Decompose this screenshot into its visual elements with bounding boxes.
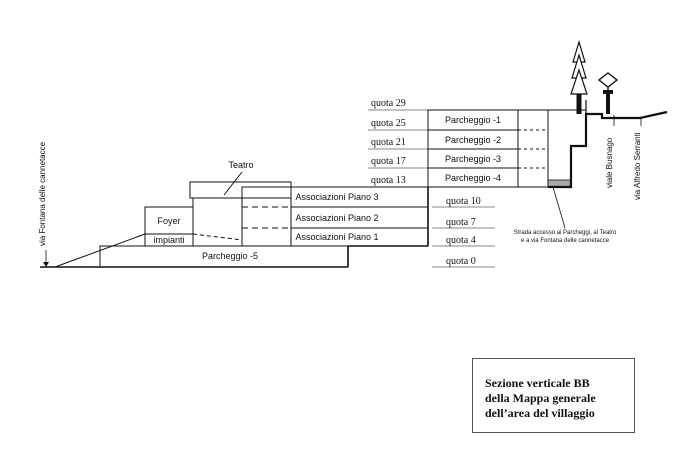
foyer-label: Foyer xyxy=(157,216,180,226)
teatro-block xyxy=(189,171,292,247)
legend-line-2: della Mappa generale xyxy=(485,391,596,405)
quota-7: quota 7 xyxy=(446,217,476,228)
legend-box: Sezione verticale BB della Mappa general… xyxy=(472,358,635,433)
teatro-label: Teatro xyxy=(228,160,253,170)
legend-line-1: Sezione verticale BB xyxy=(485,376,590,390)
road-marker-busnago: viale Busnago xyxy=(605,115,615,188)
association-floor-1: Associazioni Piano 1 xyxy=(295,232,378,242)
parking-level-1: Parcheggio -1 xyxy=(445,115,501,125)
street-note-line-1: Strada accesso ai Parcheggi, al Teatro xyxy=(514,230,617,236)
legend-line-3: dell’area del villaggio xyxy=(485,406,595,420)
quota-4: quota 4 xyxy=(446,235,476,246)
impianti-label: impianti xyxy=(153,235,184,245)
legend-title: Sezione verticale BB della Mappa general… xyxy=(485,376,596,421)
quota-lines-right xyxy=(432,206,495,268)
quota-21: quota 21 xyxy=(371,137,406,148)
quota-lines-left xyxy=(368,109,428,188)
quota-13: quota 13 xyxy=(371,175,406,186)
road-marker-serranti: via Alfredo Serranti xyxy=(633,117,642,200)
association-floor-3: Associazioni Piano 3 xyxy=(295,192,378,202)
parking-level-2: Parcheggio -2 xyxy=(445,135,501,145)
quota-17: quota 17 xyxy=(371,156,406,167)
lamp-icon xyxy=(597,72,619,114)
quota-10: quota 10 xyxy=(446,196,481,207)
parking-level-5: Parcheggio -5 xyxy=(99,245,349,268)
tree-icon xyxy=(570,39,588,114)
parking-5-label: Parcheggio -5 xyxy=(202,251,258,261)
street-note-line-2: e a via Fontana delle cannetacce xyxy=(521,238,610,244)
road-serranti-label: via Alfredo Serranti xyxy=(633,132,642,200)
terrain-profile xyxy=(548,100,668,189)
parking-tower xyxy=(427,109,586,246)
street-note-pointer xyxy=(552,186,566,229)
road-marker-left: via Fontana delle cannetacce xyxy=(38,141,49,267)
association-floor-2: Associazioni Piano 2 xyxy=(295,213,378,223)
road-fontana-label: via Fontana delle cannetacce xyxy=(38,141,47,246)
road-busnago-label: viale Busnago xyxy=(605,137,614,188)
parking-level-4: Parcheggio -4 xyxy=(445,173,501,183)
parking-level-3: Parcheggio -3 xyxy=(445,154,501,164)
quota-25: quota 25 xyxy=(371,118,406,129)
quota-29: quota 29 xyxy=(371,98,406,109)
quota-0: quota 0 xyxy=(446,256,476,267)
